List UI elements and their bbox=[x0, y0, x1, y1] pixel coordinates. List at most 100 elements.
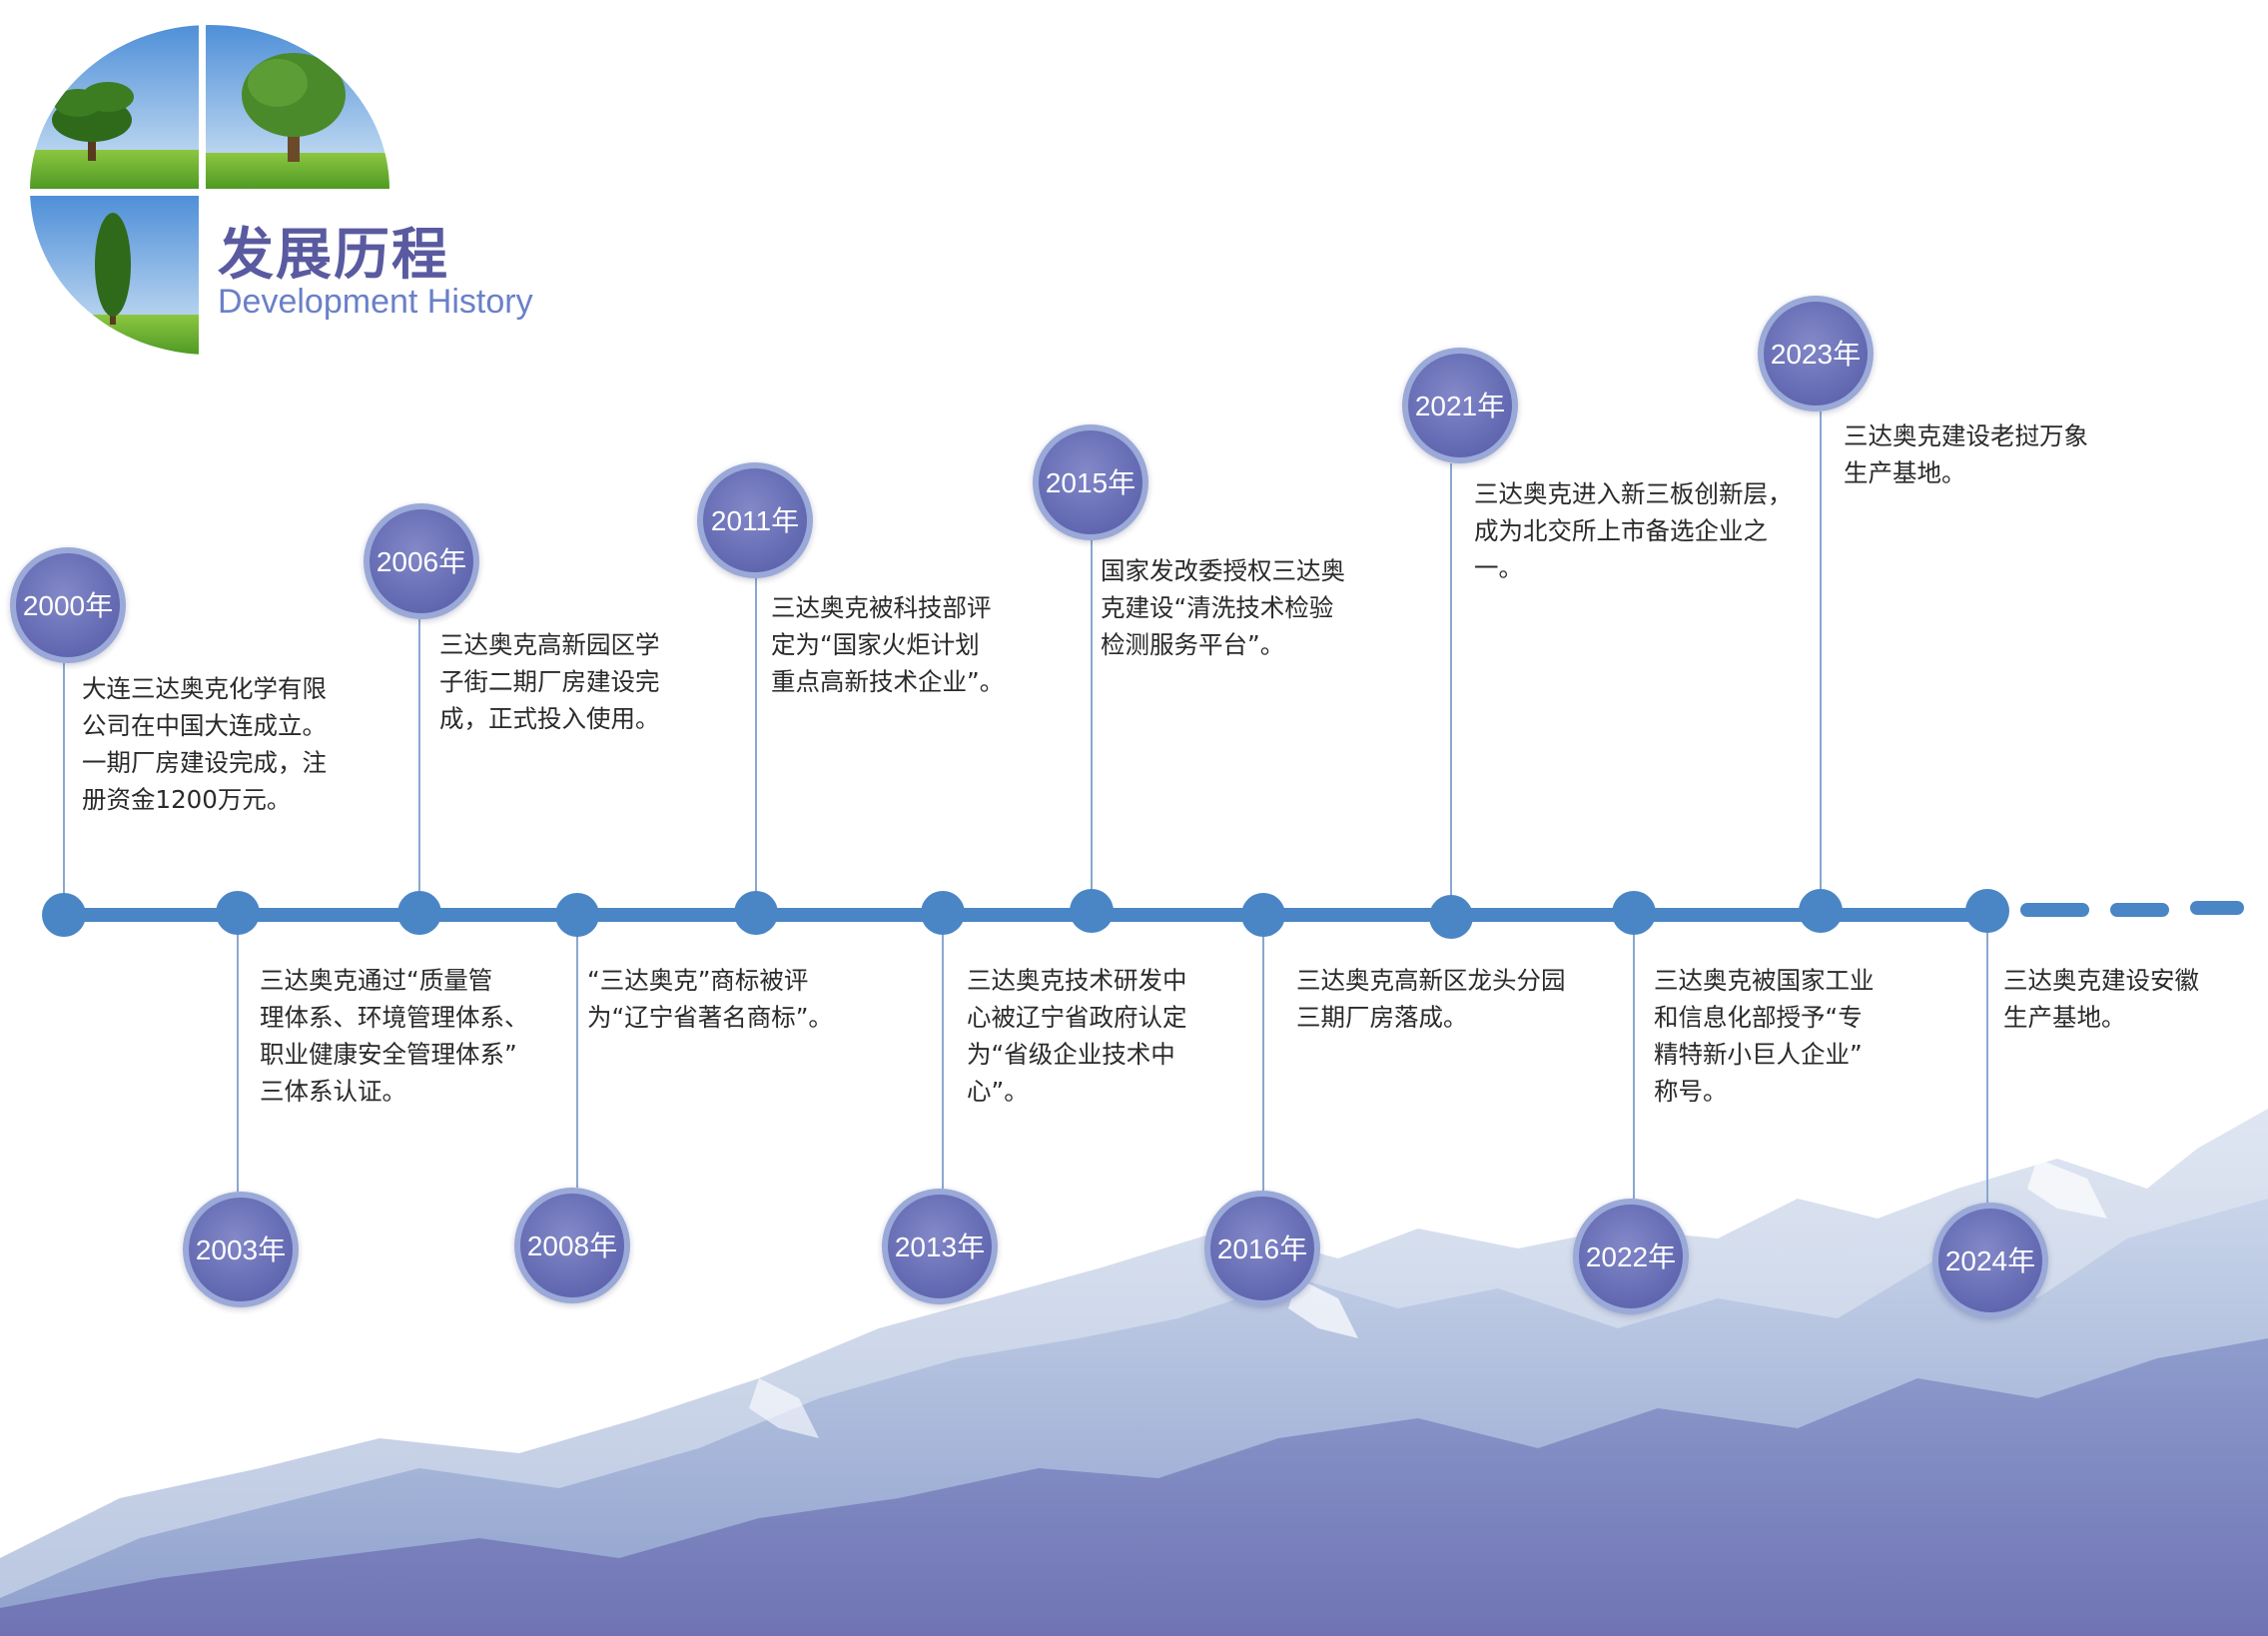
event-description-line: 三达奥克高新园区学 bbox=[439, 630, 660, 659]
timeline-node bbox=[216, 891, 260, 935]
timeline-node bbox=[1429, 895, 1473, 939]
event-description: 三达奥克技术研发中心被辽宁省政府认定为“省级企业技术中心”。 bbox=[967, 962, 1236, 1110]
year-badge: 2013年 bbox=[882, 1189, 998, 1304]
event-description-line: 成为北交所上市备选企业之 bbox=[1474, 516, 1768, 545]
event-description-line: 三达奥克建设安徽 bbox=[2003, 966, 2199, 995]
event-description-line: 三达奥克技术研发中 bbox=[967, 966, 1187, 995]
year-badge-fill bbox=[1764, 302, 1868, 406]
event-description-line: 三体系认证。 bbox=[260, 1077, 406, 1106]
event-description-line: “三达奥克”商标被评 bbox=[587, 966, 809, 995]
timeline-node bbox=[1965, 889, 2009, 933]
event-description-line: 理体系、环境管理体系、 bbox=[260, 1003, 529, 1032]
year-badge: 2023年 bbox=[1758, 296, 1874, 411]
event-description-line: 检测服务平台”。 bbox=[1101, 630, 1285, 659]
year-label: 2008年 bbox=[527, 1230, 617, 1261]
year-label: 2013年 bbox=[895, 1231, 985, 1262]
year-label: 2021年 bbox=[1415, 391, 1505, 421]
year-label: 2024年 bbox=[1945, 1245, 2035, 1276]
event-description-line: 三达奥克高新区龙头分园 bbox=[1296, 966, 1566, 995]
year-badge: 2006年 bbox=[364, 503, 479, 619]
event-description-line: 重点高新技术企业”。 bbox=[771, 667, 1005, 696]
event-description-line: 生产基地。 bbox=[1844, 458, 1966, 487]
year-badge: 2011年 bbox=[697, 462, 813, 578]
event-description: 三达奥克被国家工业和信息化部授予“专精特新小巨人企业” 称号。 bbox=[1654, 962, 1923, 1110]
timeline-node bbox=[1612, 891, 1656, 935]
event-description: 大连三达奥克化学有限公司在中国大连成立。一期厂房建设完成，注册资金1200万元。 bbox=[82, 670, 352, 818]
event-description-line: 册资金1200万元。 bbox=[82, 785, 292, 814]
year-badge: 2024年 bbox=[1932, 1203, 2048, 1318]
year-badge: 2016年 bbox=[1204, 1191, 1320, 1306]
year-badge-fill bbox=[520, 1194, 624, 1297]
year-badge-fill bbox=[1579, 1205, 1683, 1308]
timeline-node bbox=[1799, 889, 1843, 933]
event-description-line: 心”。 bbox=[967, 1077, 1029, 1106]
event-description-line: 定为“国家火炬计划 bbox=[771, 630, 980, 659]
event-description-line: 和信息化部授予“专 bbox=[1654, 1003, 1863, 1032]
year-label: 2006年 bbox=[377, 546, 466, 577]
event-description-line: 为“辽宁省著名商标”。 bbox=[587, 1003, 833, 1032]
year-badge: 2021年 bbox=[1402, 348, 1518, 463]
year-label: 2003年 bbox=[196, 1234, 286, 1265]
event-description-line: 一期厂房建设完成，注 bbox=[82, 748, 327, 777]
event-description-line: 三达奥克建设老挝万象 bbox=[1844, 421, 2088, 450]
year-badge: 2015年 bbox=[1033, 424, 1148, 540]
year-badge-fill bbox=[1938, 1209, 2042, 1312]
year-badge-fill bbox=[16, 553, 120, 657]
event-description-line: 大连三达奥克化学有限 bbox=[82, 674, 327, 703]
event-description: 三达奥克被科技部评定为“国家火炬计划重点高新技术企业”。 bbox=[771, 589, 1041, 700]
timeline-node bbox=[42, 893, 86, 937]
year-badge-fill bbox=[1210, 1197, 1314, 1300]
event-description: 三达奥克高新园区学子街二期厂房建设完成，正式投入使用。 bbox=[439, 626, 709, 737]
event-description-line: 职业健康安全管理体系” bbox=[260, 1040, 517, 1069]
year-badge: 2003年 bbox=[183, 1192, 299, 1307]
event-description-line: 国家发改委授权三达奥 bbox=[1101, 556, 1345, 585]
year-badge-fill bbox=[370, 509, 473, 613]
event-description: 三达奥克进入新三板创新层， 成为北交所上市备选企业之一。 bbox=[1474, 475, 1793, 586]
event-description: “三达奥克”商标被评为“辽宁省著名商标”。 bbox=[587, 962, 857, 1036]
timeline-node bbox=[1070, 889, 1114, 933]
year-badge-fill bbox=[888, 1195, 992, 1298]
year-badge: 2000年 bbox=[10, 547, 126, 663]
year-label: 2023年 bbox=[1771, 339, 1861, 370]
year-label: 2000年 bbox=[23, 590, 113, 621]
event-description: 三达奥克建设老挝万象生产基地。 bbox=[1844, 417, 2113, 491]
timeline-continuation-dashes bbox=[2020, 901, 2244, 917]
year-badge: 2008年 bbox=[514, 1188, 630, 1303]
tree-photo-collage bbox=[30, 25, 389, 355]
event-description-line: 一。 bbox=[1474, 553, 1523, 582]
year-badge-fill bbox=[703, 468, 807, 572]
event-description-line: 称号。 bbox=[1654, 1077, 1728, 1106]
event-description-line: 子街二期厂房建设完 bbox=[439, 667, 660, 696]
event-description-line: 三期厂房落成。 bbox=[1296, 1003, 1468, 1032]
timeline-node bbox=[734, 891, 778, 935]
event-description-line: 三达奥克通过“质量管 bbox=[260, 966, 493, 995]
event-description-line: 为“省级企业技术中 bbox=[967, 1040, 1175, 1069]
page-title: 发展历程 bbox=[218, 223, 449, 288]
timeline-node bbox=[1241, 893, 1285, 937]
year-badge-fill bbox=[189, 1198, 293, 1301]
event-description-line: 精特新小巨人企业” bbox=[1654, 1040, 1863, 1069]
year-badge-fill bbox=[1039, 430, 1142, 534]
event-description-line: 克建设“清洗技术检验 bbox=[1101, 593, 1334, 622]
event-description: 三达奥克通过“质量管理体系、环境管理体系、职业健康安全管理体系” 三体系认证。 bbox=[260, 962, 529, 1110]
event-description: 国家发改委授权三达奥克建设“清洗技术检验检测服务平台”。 bbox=[1101, 552, 1370, 663]
event-description-line: 公司在中国大连成立。 bbox=[82, 711, 327, 740]
event-description-line: 三达奥克被科技部评 bbox=[771, 593, 992, 622]
year-label: 2015年 bbox=[1046, 467, 1135, 498]
page-subtitle: Development History bbox=[218, 283, 533, 321]
event-description-line: 心被辽宁省政府认定 bbox=[967, 1003, 1187, 1032]
timeline-node bbox=[397, 891, 441, 935]
event-description-line: 三达奥克被国家工业 bbox=[1654, 966, 1875, 995]
event-description: 三达奥克高新区龙头分园三期厂房落成。 bbox=[1296, 962, 1566, 1036]
year-badge-fill bbox=[1408, 354, 1512, 457]
timeline-node bbox=[921, 891, 965, 935]
header: 发展历程 Development History bbox=[30, 25, 549, 355]
year-badge: 2022年 bbox=[1573, 1199, 1689, 1314]
event-description-line: 生产基地。 bbox=[2003, 1003, 2126, 1032]
year-label: 2022年 bbox=[1586, 1241, 1676, 1272]
event-description-line: 成，正式投入使用。 bbox=[439, 704, 660, 733]
event-description-line: 三达奥克进入新三板创新层， bbox=[1474, 479, 1793, 508]
